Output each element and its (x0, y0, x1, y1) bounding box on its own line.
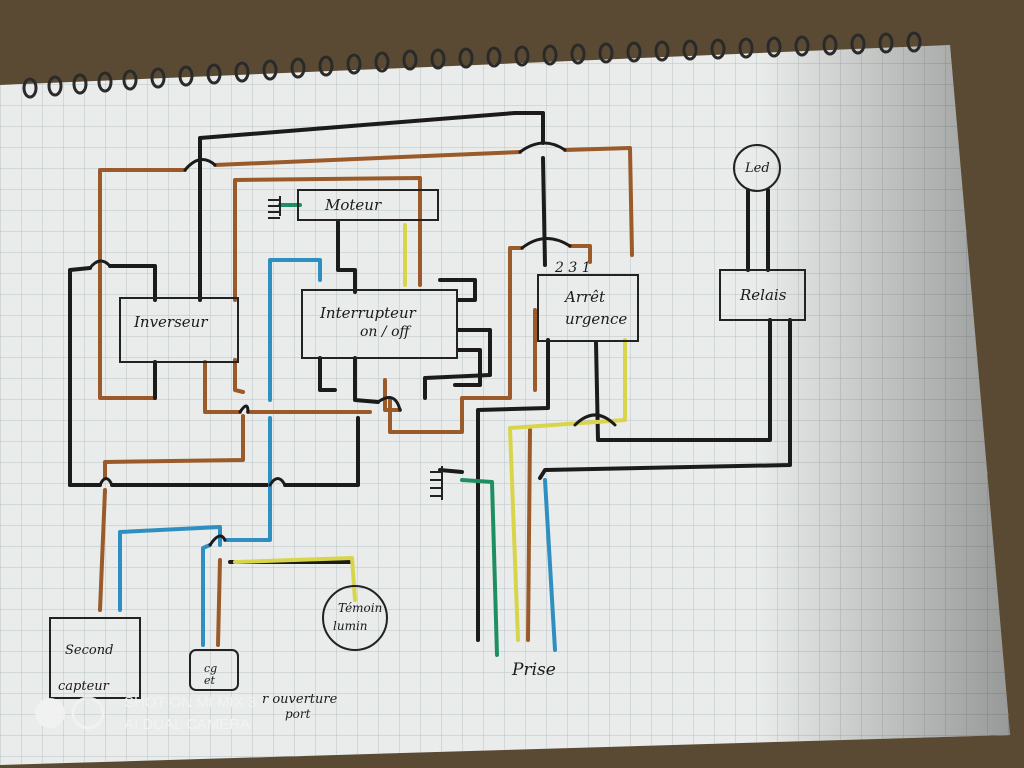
watermark-line-2: AI DUAL CAMERA (124, 716, 250, 733)
component-boxes (49, 144, 806, 699)
temoin-label-1: Témoin (338, 601, 382, 615)
watermark-lens-icon (35, 698, 65, 728)
wire-crossings (88, 141, 617, 547)
capteur-ouverture-label-1: r ouverture (262, 692, 338, 707)
arret-urgence-box (537, 274, 639, 342)
moteur-box (297, 189, 439, 221)
labels: Moteur Inverseur Interrupteur on / off A… (58, 161, 787, 721)
arret-label-1: Arrêt (563, 288, 606, 306)
capteur-ouverture-label-2: port (285, 707, 311, 721)
ground-symbols (268, 196, 443, 500)
wiring (68, 111, 792, 657)
interrupteur-label-2: on / off (360, 324, 411, 340)
interrupteur-box (301, 289, 458, 359)
relais-box (719, 269, 806, 321)
watermark-lens-icon (71, 696, 105, 730)
led-label: Led (744, 161, 770, 176)
green-wires (278, 203, 499, 657)
relais-label: Relais (739, 286, 787, 304)
second-capteur-label-1: Second (65, 643, 113, 658)
watermark-line-1: SHOT ON MI MIX 3 (124, 694, 256, 711)
led-circle (733, 144, 781, 192)
second-capteur-label-2: capteur (58, 679, 110, 694)
interrupteur-label-1: Interrupteur (319, 304, 417, 322)
brown-wires (98, 146, 634, 647)
camera-watermark: SHOT ON MI MIX 3 AI DUAL CAMERA (35, 694, 256, 733)
temoin-circle (322, 585, 388, 651)
notebook-page (0, 45, 1010, 765)
moteur-label: Moteur (324, 196, 382, 214)
arret-label-2: urgence (565, 310, 627, 328)
temoin-label-2: lumin (333, 619, 368, 633)
inverseur-label: Inverseur (133, 313, 208, 331)
capteur-box (189, 649, 239, 691)
inverseur-box (119, 297, 239, 363)
capteur-label-2: et (204, 674, 216, 687)
blue-wires (118, 258, 557, 652)
spiral-binding (22, 31, 922, 99)
prise-label: Prise (511, 660, 556, 680)
second-capteur-box (49, 617, 141, 699)
arret-terminals-label: 2 3 1 (554, 260, 591, 276)
capteur-label-1: cg (204, 662, 217, 675)
black-wires (68, 111, 792, 642)
